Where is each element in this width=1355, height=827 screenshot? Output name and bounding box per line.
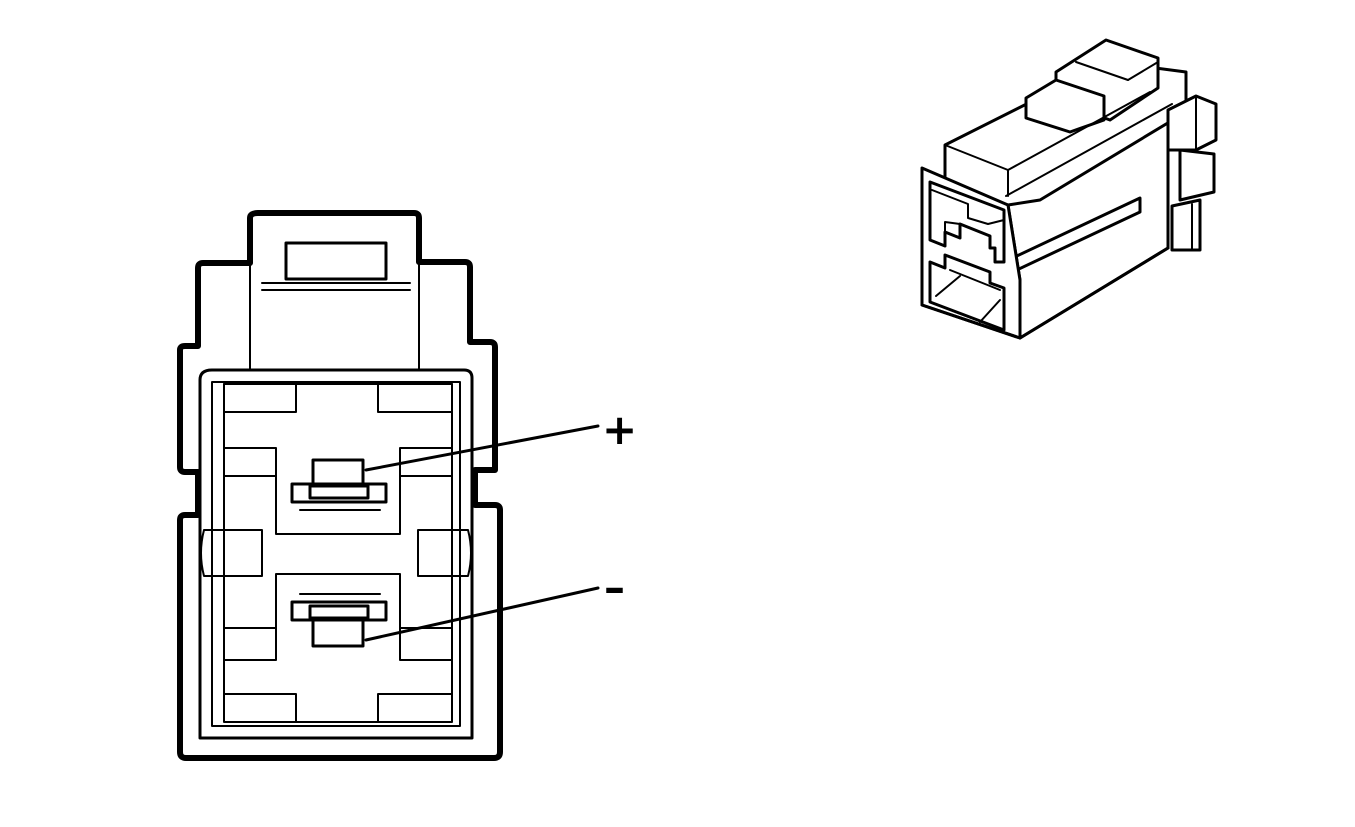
- negative-leader-line: [364, 586, 600, 642]
- negative-terminal-slot: [308, 604, 370, 620]
- iso-end-clip-3: [1170, 198, 1202, 252]
- connector-isometric-view: [920, 38, 1218, 340]
- iso-lower-cavity-inner: [935, 269, 1001, 323]
- negative-terminal-top: [311, 618, 365, 648]
- positive-terminal-slot: [308, 484, 370, 500]
- iso-upper-cavity-inner: [931, 189, 1005, 233]
- iso-front-top-lip: [944, 144, 1009, 197]
- positive-terminal-top: [311, 458, 365, 486]
- connector-housing-outline: [177, 210, 503, 761]
- negative-pin-label: –: [604, 563, 625, 612]
- left-side-block: [200, 529, 263, 577]
- connector-face-view: + –: [177, 210, 637, 761]
- iso-top-ridge: [1005, 91, 1173, 197]
- iso-latch-lower: [1024, 78, 1106, 134]
- connector-inner-frame: [198, 368, 474, 740]
- iso-front-upper-cavity: [928, 180, 1006, 264]
- positive-leader-line: [364, 424, 600, 472]
- lower-terminal-cavity: [223, 573, 453, 723]
- iso-end-clip-2: [1178, 148, 1216, 202]
- positive-terminal-body: [290, 482, 388, 504]
- upper-terminal-cavity: [223, 383, 453, 535]
- iso-latch-edge: [1075, 61, 1129, 81]
- connector-cavity-outline: [223, 383, 453, 723]
- iso-front-face: [920, 166, 1022, 340]
- iso-side-slot: [1002, 196, 1142, 278]
- positive-pin-label: +: [602, 405, 637, 454]
- iso-bottom-edge: [920, 246, 1170, 340]
- right-side-block: [417, 529, 472, 577]
- iso-front-lower-cavity: [928, 253, 1006, 332]
- iso-latch-edge: [1127, 61, 1159, 81]
- connector-latch: [284, 241, 388, 281]
- connector-inner-frame-2: [211, 381, 461, 727]
